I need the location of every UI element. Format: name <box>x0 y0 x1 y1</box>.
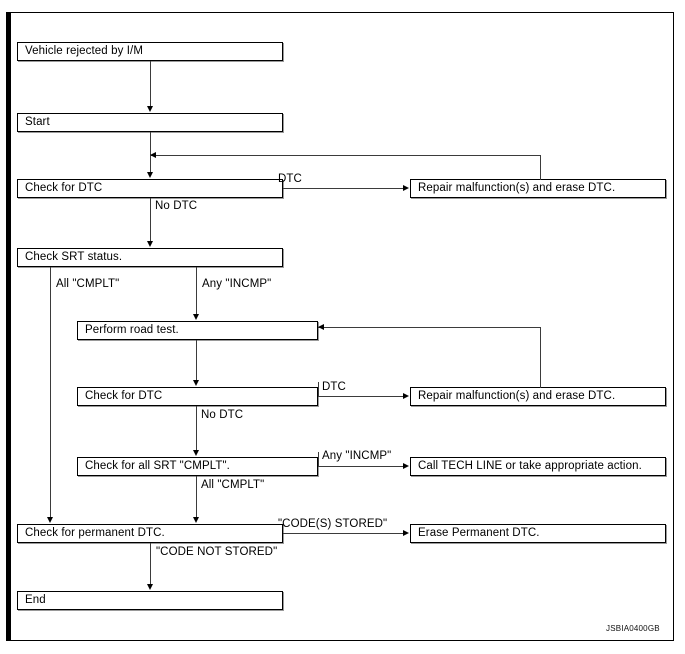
node-check-dtc-2-label: Check for DTC <box>85 390 163 402</box>
connector-check-all-srt-to-tech-line <box>318 466 404 467</box>
node-check-srt-status[interactable]: Check SRT status. <box>17 248 283 267</box>
connector-check-all-srt-incmp-riser <box>318 452 319 467</box>
edge-label-code-not-stored: "CODE NOT STORED" <box>156 546 278 558</box>
node-repair-erase-1-label: Repair malfunction(s) and erase DTC. <box>418 182 616 194</box>
connector-check-dtc-1-to-repair-1 <box>283 188 404 189</box>
edge-label-any-incmp-1: Any "INCMP" <box>202 278 272 290</box>
connector-check-dtc-1-to-check-srt <box>150 198 151 242</box>
arrowhead-repair-1-feedback <box>150 151 156 158</box>
arrowhead-into-perform-road-test <box>192 314 199 320</box>
connector-repair-1-feedback-riser <box>540 155 541 180</box>
node-perform-road-test[interactable]: Perform road test. <box>77 321 318 340</box>
figure-frame-top-rule <box>6 12 674 13</box>
arrowhead-into-check-permanent-dtc <box>192 517 199 523</box>
figure-frame-bottom-rule <box>6 640 674 641</box>
connector-check-permanent-to-erase-permanent <box>283 533 404 534</box>
arrowhead-into-check-all-srt <box>192 450 199 456</box>
edge-label-dtc-2: DTC <box>322 381 346 393</box>
node-vehicle-rejected[interactable]: Vehicle rejected by I/M <box>17 42 283 61</box>
node-erase-permanent-dtc[interactable]: Erase Permanent DTC. <box>410 524 666 543</box>
node-repair-erase-2-label: Repair malfunction(s) and erase DTC. <box>418 390 616 402</box>
node-erase-permanent-dtc-label: Erase Permanent DTC. <box>418 527 540 539</box>
arrowhead-into-check-dtc-2 <box>192 380 199 386</box>
arrowhead-into-start <box>146 106 153 112</box>
edge-label-codes-stored: "CODE(S) STORED" <box>278 518 388 530</box>
edge-label-all-cmplt-2: All "CMPLT" <box>201 479 265 491</box>
edge-label-no-dtc-2: No DTC <box>201 409 244 421</box>
node-perform-road-test-label: Perform road test. <box>85 324 179 336</box>
node-repair-erase-2[interactable]: Repair malfunction(s) and erase DTC. <box>410 387 666 406</box>
arrowhead-into-check-dtc-1 <box>146 172 153 178</box>
node-end-label: End <box>25 594 46 606</box>
arrowhead-into-call-tech-line <box>403 462 409 469</box>
arrowhead-into-repair-1 <box>403 184 409 191</box>
connector-all-cmplt-to-check-permanent <box>196 476 197 518</box>
arrowhead-all-cmplt-into-check-permanent <box>46 517 53 523</box>
connector-repair-2-feedback-riser <box>540 327 541 388</box>
connector-repair-1-feedback-run <box>150 155 541 156</box>
node-vehicle-rejected-label: Vehicle rejected by I/M <box>25 45 143 57</box>
arrowhead-into-repair-2 <box>403 392 409 399</box>
connector-check-dtc-2-to-repair-2 <box>318 396 404 397</box>
node-check-dtc-2[interactable]: Check for DTC <box>77 387 318 406</box>
node-check-all-srt-label: Check for all SRT "CMPLT". <box>85 460 230 472</box>
figure-frame-right-rule <box>673 12 674 641</box>
node-call-tech-line[interactable]: Call TECH LINE or take appropriate actio… <box>410 457 666 476</box>
edge-label-all-cmplt-1: All "CMPLT" <box>56 278 120 290</box>
connector-road-test-to-check-dtc-2 <box>196 340 197 381</box>
connector-check-dtc-2-to-check-all-srt <box>196 406 197 451</box>
connector-check-dtc-2-dtc-riser <box>318 382 319 397</box>
edge-label-any-incmp-2: Any "INCMP" <box>322 450 392 462</box>
node-check-dtc-1-label: Check for DTC <box>25 182 103 194</box>
connector-any-incmp-to-road-test <box>196 267 197 315</box>
connector-check-permanent-to-end <box>150 543 151 585</box>
arrowhead-repair-2-feedback <box>318 323 324 330</box>
edge-label-dtc-1: DTC <box>278 173 302 185</box>
edge-label-no-dtc-1: No DTC <box>155 200 198 212</box>
connector-vehicle-rejected-to-start <box>150 61 151 107</box>
node-check-dtc-1[interactable]: Check for DTC <box>17 179 283 198</box>
arrowhead-into-check-srt <box>146 241 153 247</box>
node-call-tech-line-label: Call TECH LINE or take appropriate actio… <box>418 460 642 472</box>
node-check-permanent-dtc[interactable]: Check for permanent DTC. <box>17 524 283 543</box>
node-end[interactable]: End <box>17 591 283 610</box>
node-start-label: Start <box>25 116 50 128</box>
connector-repair-2-feedback-run <box>318 327 541 328</box>
node-start[interactable]: Start <box>17 113 283 132</box>
arrowhead-into-end <box>146 584 153 590</box>
connector-all-cmplt-left-branch <box>50 267 51 518</box>
node-check-all-srt[interactable]: Check for all SRT "CMPLT". <box>77 457 318 476</box>
node-check-srt-status-label: Check SRT status. <box>25 251 123 263</box>
arrowhead-into-erase-permanent-dtc <box>403 529 409 536</box>
node-check-permanent-dtc-label: Check for permanent DTC. <box>25 527 165 539</box>
node-repair-erase-1[interactable]: Repair malfunction(s) and erase DTC. <box>410 179 666 198</box>
figure-frame-left-bar <box>6 12 11 640</box>
figure-reference-code: JSBIA0400GB <box>606 624 660 633</box>
